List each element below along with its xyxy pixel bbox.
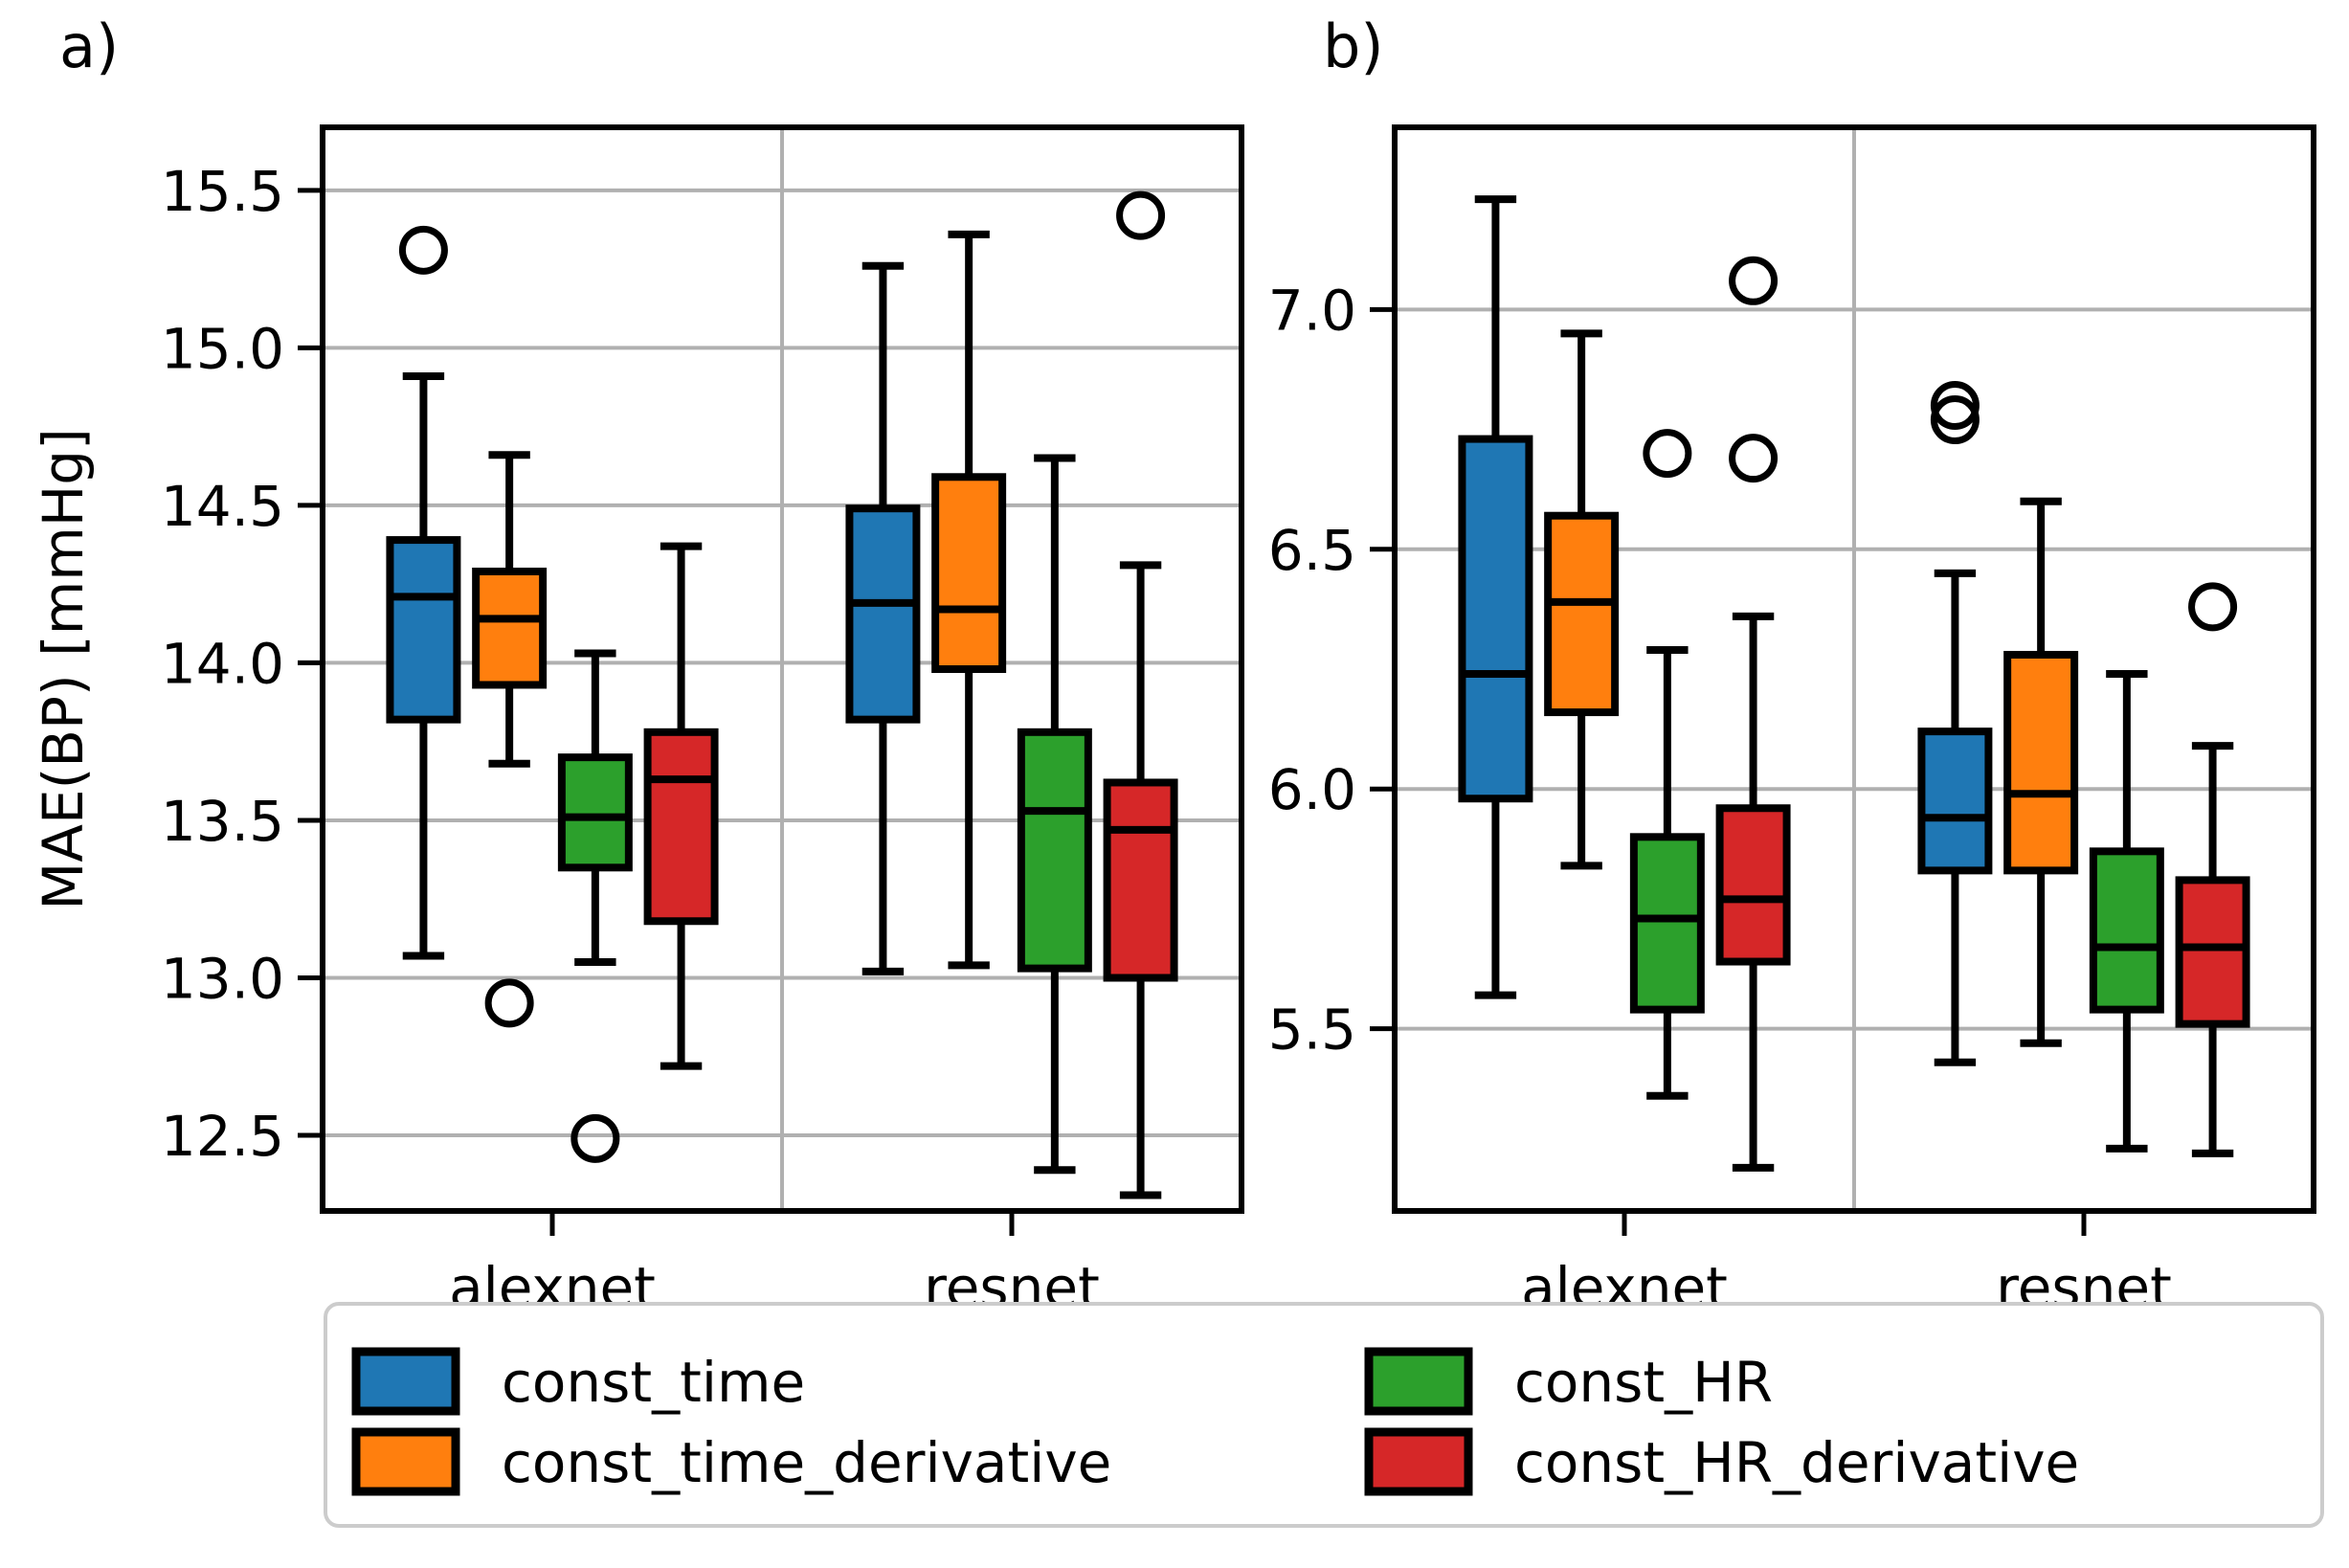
outlier-marker xyxy=(398,225,448,275)
legend-swatch-const_time_derivative[interactable] xyxy=(351,1427,460,1496)
y-axis-label: MAE(BP) [mmHg] xyxy=(31,428,96,910)
legend-box xyxy=(324,1302,2324,1528)
box-resnet-const_time_derivative[interactable] xyxy=(2003,650,2079,875)
ytick-label-0-5: 15.0 xyxy=(161,316,284,381)
legend-label-const_time: const_time xyxy=(502,1350,805,1415)
box-alexnet-const_time[interactable] xyxy=(1458,435,1533,803)
box-resnet-const_HR_derivative[interactable] xyxy=(2175,876,2250,1028)
box-alexnet-const_time_derivative[interactable] xyxy=(1544,511,1620,717)
box-resnet-const_time_derivative[interactable] xyxy=(931,473,1007,674)
ytick-label-1-2: 6.5 xyxy=(1268,518,1356,583)
legend-swatch-const_time[interactable] xyxy=(351,1347,460,1416)
box-alexnet-const_time_derivative[interactable] xyxy=(472,567,548,689)
outlier-marker xyxy=(1930,381,1980,431)
panel-letter-a: a) xyxy=(59,11,119,81)
outlier-marker xyxy=(1930,395,1980,445)
outlier-marker xyxy=(570,1113,620,1163)
outlier-marker xyxy=(1729,434,1779,483)
legend-label-const_time_derivative: const_time_derivative xyxy=(502,1430,1111,1495)
ytick-label-0-2: 13.5 xyxy=(161,789,284,854)
box-resnet-const_HR[interactable] xyxy=(1017,728,1092,973)
outlier-marker xyxy=(2188,582,2238,632)
outlier-marker xyxy=(1116,190,1166,240)
axes-frame-1 xyxy=(1392,124,2316,1214)
ytick-label-0-6: 15.5 xyxy=(161,159,284,224)
ytick-label-0-0: 12.5 xyxy=(161,1104,284,1169)
panel-letter-b: b) xyxy=(1323,11,1384,81)
outlier-marker xyxy=(1729,256,1779,305)
ytick-label-0-3: 14.0 xyxy=(161,631,284,696)
ytick-label-1-3: 7.0 xyxy=(1268,278,1356,343)
box-resnet-const_HR[interactable] xyxy=(2089,847,2164,1014)
outlier-marker xyxy=(1643,429,1692,479)
box-resnet-const_time[interactable] xyxy=(845,504,921,724)
legend-swatch-const_HR_derivative[interactable] xyxy=(1364,1427,1473,1496)
box-alexnet-const_HR_derivative[interactable] xyxy=(1715,804,1791,966)
ytick-label-1-1: 6.0 xyxy=(1268,757,1356,822)
legend-swatch-const_HR[interactable] xyxy=(1364,1347,1473,1416)
box-alexnet-const_HR[interactable] xyxy=(557,753,633,872)
ytick-label-0-1: 13.0 xyxy=(161,946,284,1011)
axes-frame-0 xyxy=(320,124,1244,1214)
legend-label-const_HR_derivative: const_HR_derivative xyxy=(1514,1430,2079,1495)
box-resnet-const_HR_derivative[interactable] xyxy=(1103,778,1178,982)
legend-label-const_HR: const_HR xyxy=(1514,1350,1773,1415)
ytick-label-1-0: 5.5 xyxy=(1268,997,1356,1063)
box-alexnet-const_time[interactable] xyxy=(386,536,461,724)
ytick-label-0-4: 14.5 xyxy=(161,474,284,539)
outlier-marker xyxy=(484,978,534,1028)
box-resnet-const_time[interactable] xyxy=(1917,728,1993,875)
box-alexnet-const_HR[interactable] xyxy=(1629,833,1705,1014)
box-alexnet-const_HR_derivative[interactable] xyxy=(643,728,719,926)
